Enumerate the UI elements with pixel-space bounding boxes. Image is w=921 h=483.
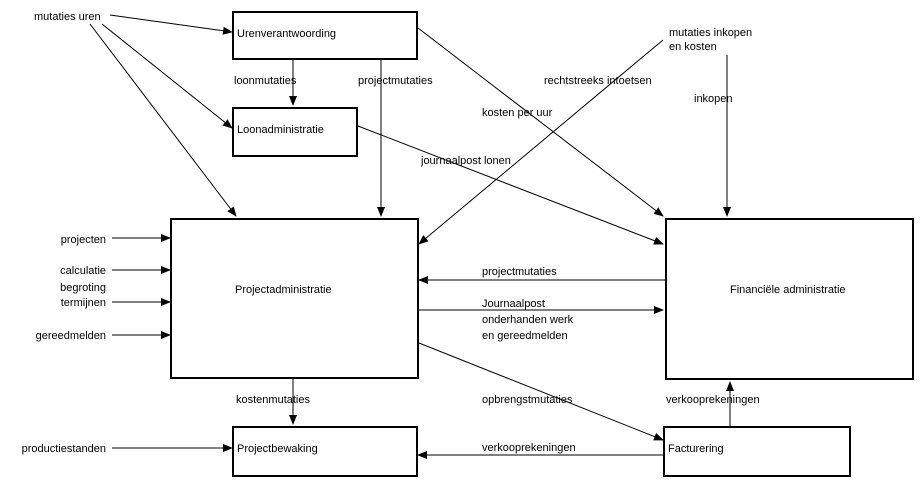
label-journaalpost-1: Journaalpost xyxy=(482,298,545,310)
box-projectadministratie-label: Projectadministratie xyxy=(235,284,332,296)
arrow-kosten-per-uur xyxy=(417,27,664,217)
label-termijnen: termijnen xyxy=(60,297,106,309)
label-kosten-per-uur: kosten per uur xyxy=(482,107,553,119)
label-calculatie: calculatie xyxy=(60,265,106,277)
label-projectmutaties-mid: projectmutaties xyxy=(482,266,557,278)
label-journaalpost-3: en gereedmelden xyxy=(482,330,568,342)
arrow-uren-to-projectadministratie xyxy=(89,23,237,217)
label-rechtstreeks-intoetsen: rechtstreeks intoetsen xyxy=(544,75,652,87)
label-journaalpost-lonen: journaalpost lonen xyxy=(421,155,511,167)
label-journaalpost-2: onderhanden werk xyxy=(482,314,574,326)
label-inkopen: inkopen xyxy=(694,93,733,105)
arrow-uren-to-loonadministratie xyxy=(101,23,233,129)
box-projectadministratie: Projectadministratie xyxy=(170,218,419,379)
label-mutaties-inkopen-2: en kosten xyxy=(669,41,717,53)
arrow-uren-to-urenverantwoording xyxy=(109,14,233,35)
box-urenverantwoording-label: Urenverantwoording xyxy=(237,28,337,40)
box-projectbewaking-label: Projectbewaking xyxy=(237,443,318,455)
label-loonmutaties: loonmutaties xyxy=(234,75,297,87)
box-loonadministratie-label: Loonadministratie xyxy=(237,124,324,136)
label-gereedmelden: gereedmelden xyxy=(35,330,106,342)
arrow-opbrengstmutaties xyxy=(418,342,664,441)
box-facturering-label: Facturering xyxy=(668,443,724,455)
label-mutaties-inkopen-1: mutaties inkopen xyxy=(669,27,753,39)
box-projectbewaking: Projectbewaking xyxy=(232,426,418,477)
label-opbrengstmutaties: opbrengstmutaties xyxy=(482,394,573,406)
label-mutaties-uren: mutaties uren xyxy=(34,11,101,23)
box-loonadministratie: Loonadministratie xyxy=(232,107,358,157)
label-projectmutaties-top: projectmutaties xyxy=(358,75,433,87)
box-financiele-administratie-label: Financiële administratie xyxy=(730,284,846,296)
label-begroting: begroting xyxy=(60,282,106,294)
label-productiestanden: productiestanden xyxy=(21,443,106,455)
arrow-journaalpost-lonen xyxy=(357,125,664,245)
label-projecten: projecten xyxy=(60,234,106,246)
label-verkooprekeningen-right: verkooprekeningen xyxy=(666,394,760,406)
arrow-rechtstreeks-intoetsen xyxy=(418,39,664,245)
box-financiele-administratie: Financiële administratie xyxy=(665,218,914,380)
box-facturering: Facturering xyxy=(663,426,851,477)
box-urenverantwoording: Urenverantwoording xyxy=(232,11,418,60)
label-verkooprekeningen-bottom: verkooprekeningen xyxy=(482,442,576,454)
label-kostenmutaties: kostenmutaties xyxy=(236,394,310,406)
